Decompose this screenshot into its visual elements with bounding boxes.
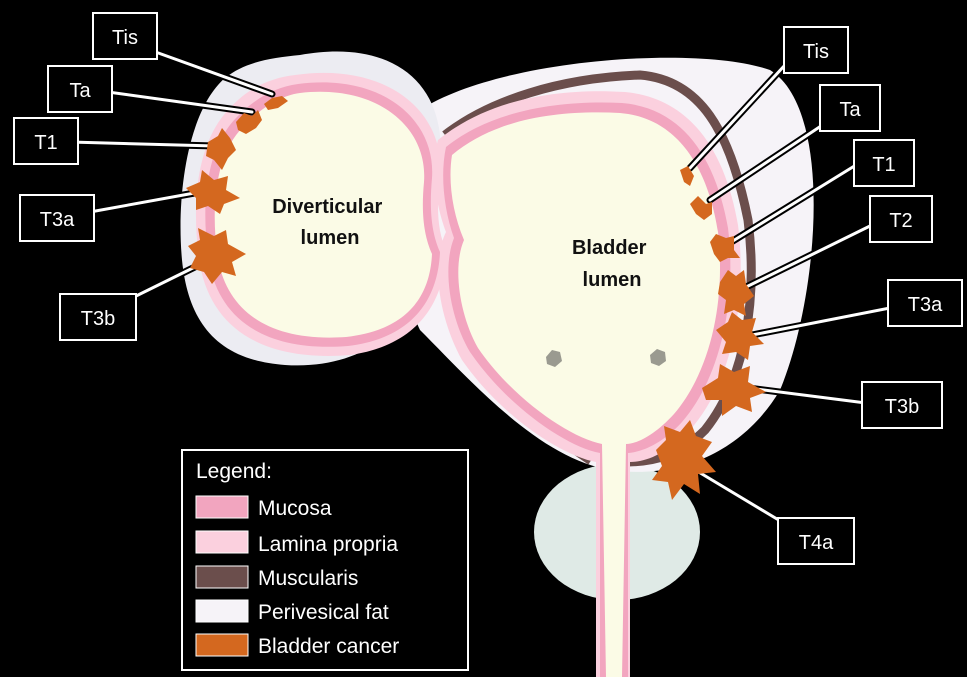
legend-swatch-bladder-cancer — [195, 633, 249, 657]
tumour-left-ta — [236, 110, 262, 134]
tumour-right-t1 — [710, 234, 740, 262]
stage-label-right-t3b: T3b — [861, 381, 943, 429]
tumour-right-t2 — [718, 270, 754, 316]
bladder-muscularis — [442, 70, 756, 467]
tumour-right-ta — [690, 196, 712, 220]
stage-label-right-tis: Tis — [783, 26, 849, 74]
svg-text:T3b: T3b — [885, 396, 919, 418]
legend-label-muscularis: Muscularis — [258, 567, 358, 590]
tumour-left-t3a — [186, 170, 240, 214]
tumour-left-tis — [264, 96, 288, 110]
tumour-left-t3b — [188, 228, 246, 284]
legend-title: Legend: — [196, 460, 272, 483]
legend-swatch-perivesical-fat — [195, 599, 249, 623]
legend-label-mucosa: Mucosa — [258, 497, 332, 520]
svg-text:Tis: Tis — [803, 41, 829, 63]
svg-text:Ta: Ta — [69, 80, 91, 102]
legend-label-bladder-cancer: Bladder cancer — [258, 635, 399, 658]
stage-label-left-t3b: T3b — [59, 293, 137, 341]
tumour-right-tis — [680, 166, 694, 186]
legend-label-perivesical-fat: Perivesical fat — [258, 601, 389, 624]
stage-label-left-tis: Tis — [92, 12, 158, 60]
svg-text:T3a: T3a — [40, 209, 75, 231]
bladder-lumen-label: Bladder lumen — [572, 237, 652, 291]
svg-text:T1: T1 — [872, 154, 895, 176]
legend-swatch-lamina-propria — [195, 530, 249, 554]
callout-lines — [66, 46, 894, 526]
svg-text:Tis: Tis — [112, 27, 138, 49]
diverticular-lumen-label: Diverticular lumen — [272, 196, 388, 249]
stage-label-right-ta: Ta — [819, 84, 881, 132]
legend-swatch-muscularis — [195, 565, 249, 589]
tumour-right-t3a — [716, 312, 764, 360]
ureteric-orifice-right — [650, 349, 666, 366]
bladder-lumen — [450, 112, 720, 677]
stage-label-left-ta: Ta — [47, 65, 113, 113]
tumour-left-t1 — [206, 128, 236, 170]
diverticular-lumen — [214, 91, 432, 338]
svg-text:T3b: T3b — [81, 308, 115, 330]
stage-label-right-t4a: T4a — [777, 517, 855, 565]
svg-text:T1: T1 — [34, 132, 57, 154]
legend-swatch-mucosa — [195, 495, 249, 519]
stage-label-right-t1: T1 — [853, 139, 915, 187]
bladder-cancer-tumours — [186, 96, 766, 500]
legend-label-lamina-propria: Lamina propria — [258, 533, 398, 556]
ureteric-orifice-left — [546, 350, 562, 367]
stage-label-left-t1: T1 — [13, 117, 79, 165]
legend: Legend: Mucosa Lamina propria Muscularis… — [181, 449, 469, 671]
tumour-right-t4a — [652, 420, 716, 500]
tumour-right-t3b — [702, 364, 766, 416]
stage-label-left-t3a: T3a — [19, 194, 95, 242]
stage-label-right-t2: T2 — [869, 195, 933, 243]
svg-text:Ta: Ta — [839, 99, 861, 121]
svg-text:T4a: T4a — [799, 532, 834, 554]
stage-label-right-t3a: T3a — [887, 279, 963, 327]
svg-text:T3a: T3a — [908, 294, 943, 316]
legend-box — [181, 449, 469, 671]
svg-text:T2: T2 — [889, 210, 912, 232]
